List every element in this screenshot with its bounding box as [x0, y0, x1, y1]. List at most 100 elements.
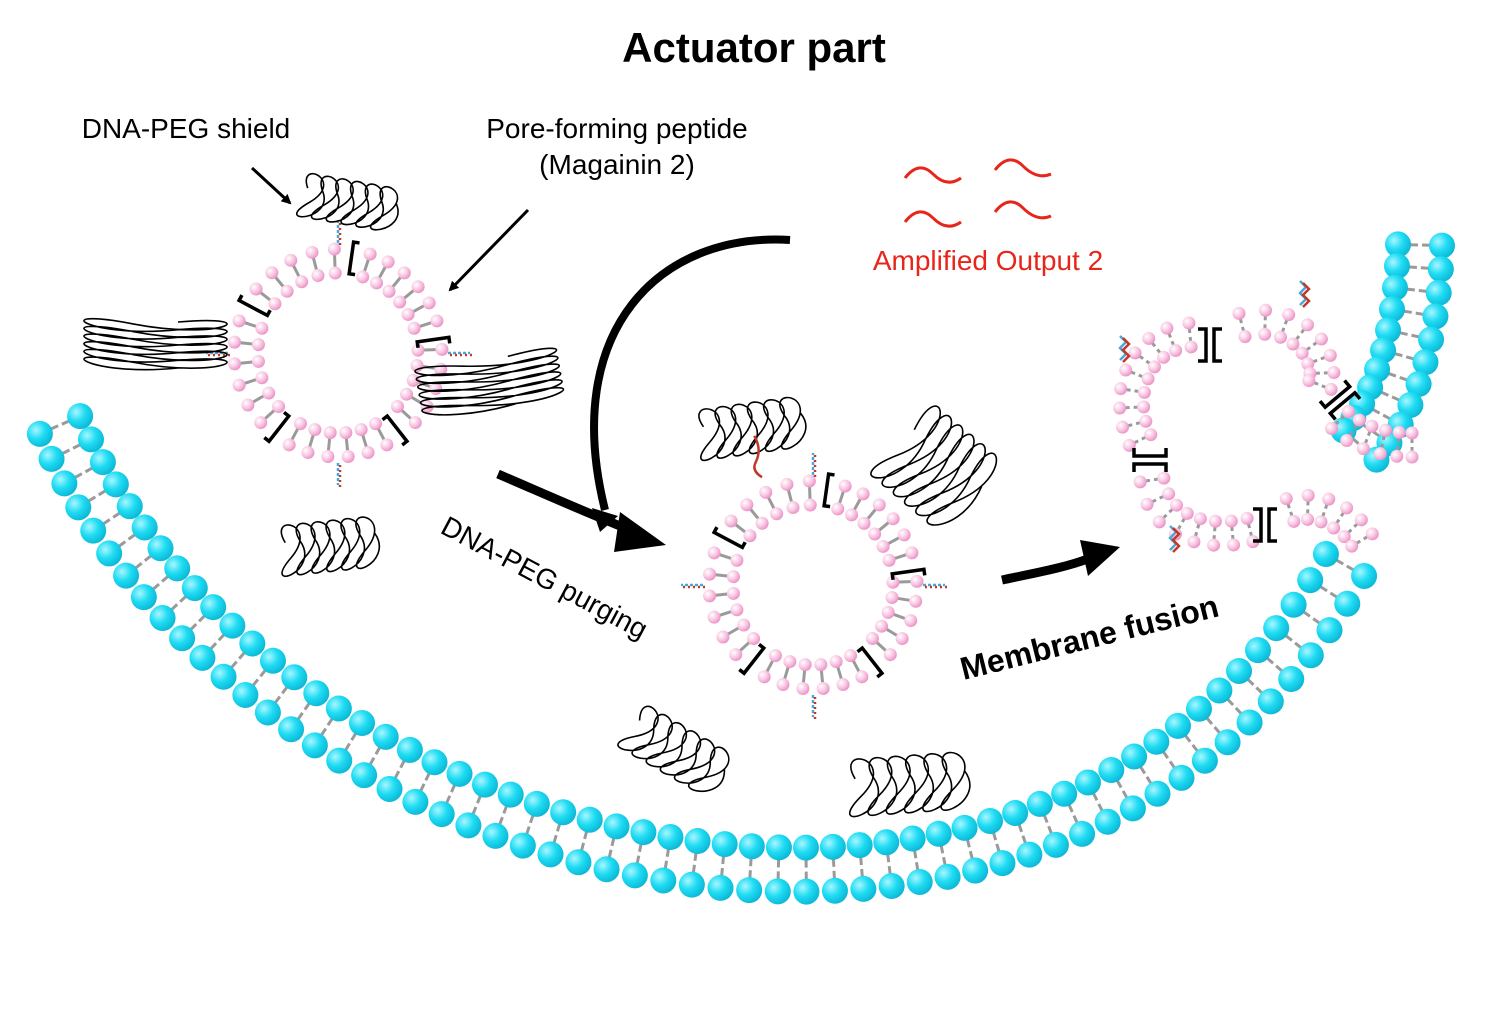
lipid-head [372, 723, 399, 750]
lipid-head [341, 450, 355, 464]
lipid-head [1340, 433, 1354, 447]
lipid-tail [292, 265, 301, 278]
lipid-tail [878, 521, 890, 532]
lipid-head [397, 266, 411, 280]
lipid-head [1302, 374, 1316, 388]
lipid-head [703, 589, 717, 603]
lipid-head [1365, 419, 1379, 433]
lipid-head [1169, 343, 1183, 357]
lipid-head [1238, 330, 1252, 344]
lipid-head [305, 245, 319, 259]
lipid-tail [739, 641, 751, 652]
lipid-head [251, 338, 265, 352]
lipid-tail [893, 613, 906, 620]
dna-peg-coil [698, 396, 807, 479]
lipid-head [1098, 757, 1125, 784]
lipid-head [899, 825, 926, 852]
lipid-head [482, 822, 509, 849]
coil-loop [870, 405, 998, 526]
lipid-head [396, 736, 423, 763]
lipid-head [1074, 769, 1101, 796]
lipid-head [1337, 530, 1351, 544]
lipid-head [370, 276, 384, 290]
lipid-head [393, 295, 407, 309]
dna-peg-coil [280, 516, 381, 578]
lipid-head [1259, 303, 1273, 317]
lipid-head [1257, 688, 1284, 715]
lipid-head [1351, 562, 1378, 589]
lipid-head [1422, 303, 1449, 330]
lipid-head [328, 266, 342, 280]
lipid-head [1334, 590, 1361, 617]
lipid-head [1184, 340, 1198, 354]
lipid-head [327, 242, 341, 256]
lipid-head [1152, 515, 1166, 529]
lipid-head [1094, 808, 1121, 835]
lipid-head [131, 514, 158, 541]
lipid-head [401, 307, 415, 321]
lipid-head [455, 812, 482, 839]
lipid-head [38, 445, 65, 472]
lipid-head [876, 539, 890, 553]
lipid-head [321, 450, 335, 464]
lipid-head [765, 834, 792, 861]
peptide-pore-bracket [1132, 448, 1168, 472]
lipid-head [757, 670, 771, 684]
lipid-head [1341, 405, 1355, 419]
lipid-tail [853, 498, 862, 511]
amplified-output-strands [903, 158, 1052, 228]
lipid-head [232, 314, 246, 328]
lipid-head [1026, 790, 1053, 817]
dna-strand [1171, 527, 1181, 553]
lipid-head [796, 682, 810, 696]
lipid-head [1140, 497, 1154, 511]
lipid-tail [819, 670, 825, 683]
lipid-head [878, 872, 905, 899]
lipid-head [77, 426, 104, 453]
lipid-head [254, 699, 281, 726]
lipid-tail [838, 491, 845, 504]
lipid-head [1051, 780, 1078, 807]
lipid-head [181, 575, 208, 602]
lipid-head [96, 540, 123, 567]
lipid-head [1016, 841, 1043, 868]
lipid-head [1373, 447, 1387, 461]
lipid-head [1274, 330, 1288, 344]
lipid-head [678, 871, 705, 898]
lipid-head [565, 849, 592, 876]
lipid-head [435, 342, 449, 356]
lipid-head [1327, 521, 1341, 535]
lipid-head [819, 833, 846, 860]
lipid-head [189, 644, 216, 671]
lipid-head [26, 420, 53, 447]
lipid-head [369, 417, 383, 431]
lipid-head [1141, 372, 1155, 386]
lipid-head [881, 605, 895, 619]
lipid-head [1405, 450, 1419, 464]
lipid-head [792, 834, 819, 861]
lipid-head [1412, 349, 1439, 376]
lipid-head [1119, 795, 1146, 822]
lipid-tail [783, 666, 790, 680]
lipid-tail [240, 360, 253, 365]
lipid-head [239, 630, 266, 657]
lipid-head [1069, 820, 1096, 847]
lipid-head [1287, 514, 1301, 528]
lipid-tail [377, 428, 386, 441]
dna-strand [1301, 282, 1311, 308]
fusing-vesicle [1113, 280, 1419, 553]
lipid-head [402, 788, 429, 815]
lipid-head [1121, 743, 1148, 770]
lipid-head [497, 781, 524, 808]
lipid-head [821, 877, 848, 904]
lipid-head [768, 649, 782, 663]
lipid-head [783, 655, 797, 669]
lipid-head [1180, 506, 1194, 520]
lipid-head [406, 373, 420, 387]
peptide-pore-bracket [890, 567, 927, 581]
lipid-head [308, 423, 322, 437]
lipid-head [295, 275, 309, 289]
lipid-head [268, 297, 282, 311]
coil-loop [617, 705, 730, 792]
lipid-tail [419, 321, 432, 328]
